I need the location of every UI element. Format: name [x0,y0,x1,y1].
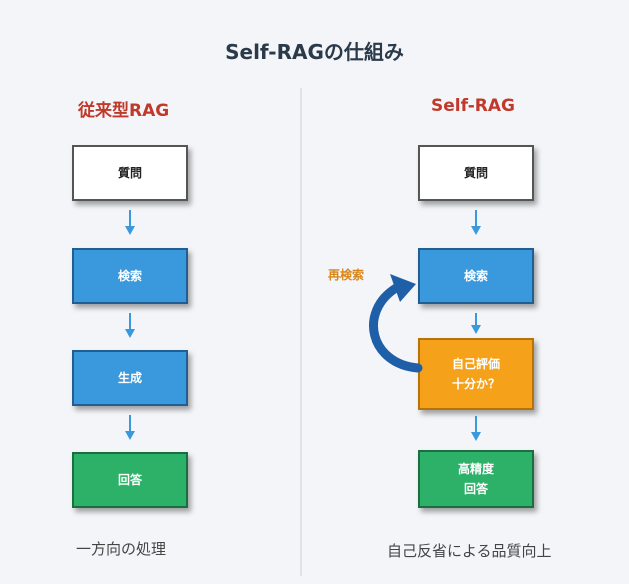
right-heading: Self-RAG [431,96,515,116]
right-step-self-eval-line1: 自己評価 [451,357,500,371]
right-step-answer-line2: 回答 [463,482,488,496]
left-caption: 一方向の処理 [76,540,167,558]
left-arrow-1 [125,210,135,235]
right-step-answer: 高精度 回答 [418,450,534,508]
retry-loop-arrow [369,274,423,373]
right-arrow-1 [471,210,481,235]
left-step-question: 質問 [72,145,188,201]
left-step-search-label: 検索 [117,269,142,283]
retry-label: 再検索 [328,268,365,282]
right-step-question-label: 質問 [463,166,488,180]
right-step-question: 質問 [418,145,534,201]
left-arrow-3 [125,415,135,440]
left-heading: 従来型RAG [78,101,170,121]
right-step-answer-line1: 高精度 [457,462,494,476]
right-arrow-2 [471,313,481,334]
right-step-self-eval-line2: 十分か？ [451,377,500,391]
left-step-answer: 回答 [72,452,188,508]
left-step-question-label: 質問 [117,166,142,180]
left-step-generate: 生成 [72,350,188,406]
left-step-answer-label: 回答 [117,473,142,487]
right-step-search-label: 検索 [463,269,488,283]
right-step-self-eval: 自己評価 十分か？ [418,338,534,410]
diagram-title: Self-RAGの仕組み [225,40,404,64]
right-step-search: 検索 [418,248,534,304]
left-arrow-2 [125,313,135,338]
column-divider [300,88,302,576]
right-arrow-3 [471,416,481,441]
right-caption: 自己反省による品質向上 [387,542,552,560]
left-step-search: 検索 [72,248,188,304]
left-step-generate-label: 生成 [117,371,142,385]
